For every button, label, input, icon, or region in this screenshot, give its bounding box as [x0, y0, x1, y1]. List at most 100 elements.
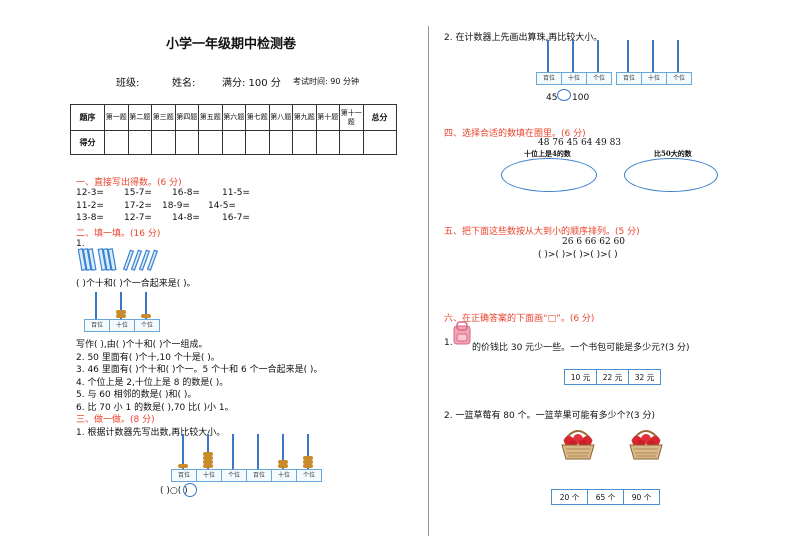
score-table-cell: 第九题	[292, 104, 317, 131]
place-label: 个位	[227, 472, 240, 479]
score-table-cell: 第二题	[127, 104, 152, 131]
arith-item: 12-3=	[76, 188, 104, 198]
score-input-cell[interactable]	[127, 130, 152, 155]
compare-circle[interactable]	[557, 89, 571, 101]
score-input-cell[interactable]	[268, 130, 293, 155]
r2-text: 2. 在计数器上先画出算珠,再比较大小。	[444, 33, 603, 43]
s4-numbers: 48 76 45 64 49 83	[538, 138, 622, 148]
q1b-text: 写作( ),由( )个十和( )个一组成。	[76, 340, 208, 350]
place-label: 百位	[85, 320, 110, 331]
score-table-cell: 第六题	[221, 104, 246, 131]
arith-item: 13-8=	[76, 213, 104, 223]
score-table-cell: 第五题	[198, 104, 223, 131]
section-6-title: 六、在正确答案的下面画“□”。(6 分)	[444, 314, 595, 324]
answer-ellipse-right[interactable]	[624, 158, 718, 192]
arith-item: 18-9=	[162, 201, 190, 211]
page-divider	[428, 26, 429, 536]
q2-text: 2. 50 里面有( )个十,10 个十是( )。	[76, 353, 220, 363]
compare-right: 100	[572, 93, 590, 103]
option-20[interactable]: 20 个	[551, 489, 588, 505]
q5-text: 5. 与 60 相邻的数是( )和( )。	[76, 390, 197, 400]
option-22[interactable]: 22 元	[596, 369, 629, 385]
place-label: 个位	[592, 75, 605, 82]
place-label: 百位	[537, 73, 562, 84]
score-input-cell[interactable]	[151, 130, 176, 155]
option-10[interactable]: 10 元	[564, 369, 597, 385]
section-5-title: 五、把下面这些数按从大到小的顺序排列。(5 分)	[444, 227, 640, 237]
arith-item: 17-2=	[124, 201, 152, 211]
place-label: 个位	[672, 75, 685, 82]
place-label: 百位	[172, 470, 197, 481]
score-input-cell[interactable]	[315, 130, 340, 155]
arith-item: 11-2=	[76, 201, 104, 211]
place-label: 十位	[110, 320, 135, 331]
score-input-cell[interactable]	[292, 130, 317, 155]
q1-options: 10 元 22 元 32 元	[564, 369, 661, 385]
score-input-cell[interactable]	[104, 130, 129, 155]
strawberry-basket-icon	[629, 430, 663, 460]
score-input-cell[interactable]	[198, 130, 223, 155]
score-table-cell: 第七题	[245, 104, 270, 131]
time-label: 考试时间: 90 分钟	[293, 77, 359, 86]
score-input-cell[interactable]	[245, 130, 270, 155]
s4-right-label: 比50大的数	[654, 149, 692, 158]
option-32[interactable]: 32 元	[628, 369, 661, 385]
score-table-cell: 第四题	[174, 104, 199, 131]
place-label: 个位	[140, 322, 153, 329]
q4-text: 4. 个位上是 2,十位上是 8 的数是( )。	[76, 378, 229, 388]
section-2-title: 二、填一填。(16 分)	[76, 229, 161, 239]
stick-bundles-icon	[78, 248, 159, 271]
score-table: 题序 第一题 第二题 第三题 第四题 第五题 第六题 第七题 第八题 第九题 第…	[70, 104, 397, 155]
score-input-cell[interactable]	[174, 130, 199, 155]
arith-item: 16-8=	[172, 188, 200, 198]
s5-numbers: 26 6 66 62 60	[562, 237, 625, 247]
arith-item: 16-7=	[222, 213, 250, 223]
compare-circle[interactable]	[183, 483, 197, 497]
answer-ellipse-left[interactable]	[501, 158, 597, 192]
score-row-label: 得分	[70, 130, 105, 155]
q1-text: ( )个十和( )个一合起来是( )。	[76, 279, 196, 289]
s4-left-label: 十位上是4的数	[524, 149, 571, 158]
s6-q1-text: 的价钱比 30 元少一些。一个书包可能是多少元?(3 分)	[472, 343, 690, 353]
q-number: 1.	[76, 239, 85, 249]
arith-item: 15-7=	[124, 188, 152, 198]
option-65[interactable]: 65 个	[587, 489, 624, 505]
score-input-cell[interactable]	[221, 130, 246, 155]
option-90[interactable]: 90 个	[623, 489, 660, 505]
q6-text: 6. 比 70 小 1 的数是( ),70 比( )小 1。	[76, 403, 234, 413]
score-table-cell: 总分	[362, 104, 397, 131]
place-label: 十位	[642, 73, 667, 84]
place-label: 百位	[247, 470, 272, 481]
name-label: 姓名:	[172, 78, 196, 89]
score-input-cell[interactable]	[362, 130, 397, 155]
section-1-title: 一、直接写出得数。(6 分)	[76, 178, 182, 188]
q-number: 1.	[444, 338, 453, 348]
q3-text: 3. 46 里面有( )个十和( )个一。5 个十和 6 个一合起来是( )。	[76, 365, 323, 375]
place-label: 十位	[562, 73, 587, 84]
score-table-cell: 第十一题	[339, 104, 364, 131]
arith-item: 14-5=	[208, 201, 236, 211]
s6-q2-text: 2. 一篮草莓有 80 个。一篮苹果可能有多少个?(3 分)	[444, 411, 656, 421]
score-label: 满分: 100 分	[222, 78, 281, 89]
s5-blanks[interactable]: ( )>( )>( )>( )>( )	[538, 250, 618, 260]
strawberry-basket-icon	[561, 430, 595, 460]
section-4-title: 四、选择合适的数填在圈里。(6 分)	[444, 129, 586, 139]
s3-q1-text: 1. 根据计数器先写出数,再比较大小。	[76, 428, 226, 438]
section-3-title: 三、做一做。(8 分)	[76, 415, 155, 425]
place-label: 十位	[197, 470, 222, 481]
score-table-cell: 第一题	[104, 104, 129, 131]
score-table-cell: 第三题	[151, 104, 176, 131]
score-input-cell[interactable]	[339, 130, 364, 155]
arith-item: 11-5=	[222, 188, 250, 198]
place-label: 个位	[302, 472, 315, 479]
backpack-icon	[453, 321, 471, 345]
place-label: 十位	[272, 470, 297, 481]
compare-left: 45	[546, 93, 558, 103]
score-table-cell: 题序	[70, 104, 105, 131]
arith-item: 14-8=	[172, 213, 200, 223]
arith-item: 12-7=	[124, 213, 152, 223]
compare-blanks[interactable]: ( )○( )	[160, 486, 188, 496]
q2-options: 20 个 65 个 90 个	[551, 489, 660, 505]
score-table-cell: 第十题	[315, 104, 340, 131]
class-label: 班级:	[116, 78, 140, 89]
